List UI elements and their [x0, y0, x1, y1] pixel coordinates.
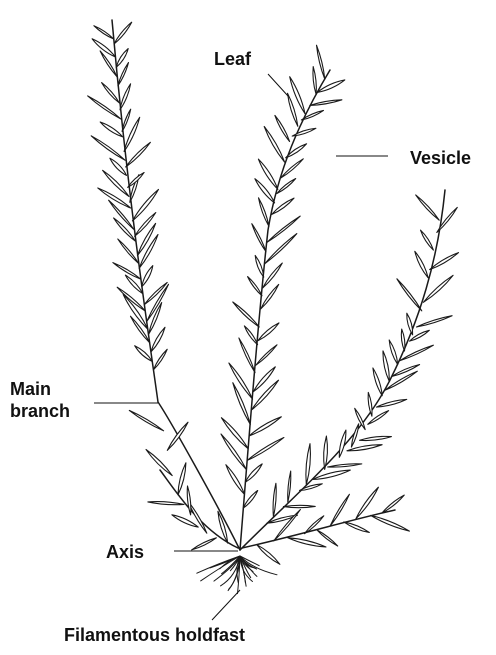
leaf-blade — [102, 83, 120, 103]
leaf-blade — [187, 486, 191, 515]
leaf-blade — [317, 530, 338, 546]
leaf-blade — [148, 502, 184, 505]
holdfast-filaments — [197, 556, 277, 594]
leaf-blade — [245, 464, 262, 482]
leaf-blade — [272, 198, 294, 214]
leaf-blade — [110, 158, 127, 175]
leaf-blade — [92, 39, 115, 57]
leaf-blade — [146, 450, 172, 476]
leaf-blade — [339, 430, 346, 457]
leaf-blade — [360, 436, 392, 440]
leaf-blade — [306, 444, 311, 485]
holdfast-leader-line — [212, 590, 240, 620]
leaf-blade — [255, 255, 264, 277]
leaf-blade — [252, 224, 266, 252]
leaf-blade — [172, 515, 198, 527]
label-main-branch: Main branch — [10, 378, 70, 422]
leaf-blade — [313, 470, 351, 479]
leaf-blade — [91, 136, 125, 160]
leaf-blade — [192, 538, 217, 550]
label-filamentous-holdfast: Filamentous holdfast — [64, 624, 245, 646]
leaf-blade — [258, 323, 279, 341]
plant-leaves — [88, 22, 459, 564]
leaf-blade — [122, 109, 131, 131]
leaf-blade — [397, 279, 422, 311]
leaf-blade — [132, 189, 158, 221]
leaf-blade — [249, 417, 281, 436]
leaf-blade — [421, 230, 434, 250]
leaf-blade — [239, 338, 255, 373]
leaf-blade — [371, 515, 410, 531]
leaf-blade — [288, 538, 326, 547]
leaf-blade — [129, 410, 163, 430]
leaf-blade — [259, 198, 269, 227]
leaf-blade — [274, 510, 301, 541]
leaf-blade — [292, 128, 316, 136]
leaf-blade — [247, 438, 284, 461]
leaf-blade — [94, 26, 114, 39]
leaf-blade — [275, 115, 290, 141]
leaf-blade — [248, 277, 262, 296]
leaf-blade — [310, 100, 342, 106]
leaf-blade — [313, 67, 316, 95]
leaf-blade — [256, 345, 277, 366]
leaf-blade — [151, 327, 165, 352]
leaf-blade — [233, 302, 259, 327]
leaf-blade — [265, 234, 297, 264]
leaf-blade — [257, 545, 280, 565]
leaf-blade — [377, 399, 407, 407]
leaf-blade — [261, 284, 279, 309]
leaf-blade — [252, 380, 279, 410]
leaf-blade — [368, 392, 372, 416]
label-vesicle: Vesicle — [410, 147, 471, 169]
leaf-blade — [283, 505, 315, 507]
leaf-blade — [264, 127, 284, 163]
label-main-branch-line1: Main — [10, 378, 70, 400]
leaf-blade — [120, 84, 131, 110]
leaf-blade — [100, 122, 123, 137]
leaf-blade — [401, 329, 405, 351]
leaf-blade — [415, 251, 428, 277]
left-main-branch — [112, 20, 240, 550]
leaf-blade — [263, 263, 283, 288]
leaf-blade — [221, 418, 248, 449]
leaf-blade — [114, 218, 136, 241]
label-axis: Axis — [106, 541, 144, 563]
leaf-blade — [300, 484, 323, 491]
leaf-blade — [373, 368, 382, 396]
leaf-blade — [417, 316, 453, 327]
leaf-blade — [288, 471, 291, 502]
leaf-blade — [116, 49, 128, 68]
leaf-blade — [229, 363, 253, 399]
leaf-leader-line — [268, 74, 288, 96]
leaf-blade — [286, 144, 307, 158]
leaf-blade — [328, 464, 362, 467]
leaf-blade — [118, 63, 129, 86]
label-main-branch-line2: branch — [10, 400, 70, 422]
leaf-blade — [437, 207, 458, 232]
leaf-blade — [226, 465, 245, 495]
leaf-blade — [416, 195, 440, 220]
leaf-blade — [273, 483, 276, 516]
leaf-blade — [317, 45, 325, 79]
label-leaf: Leaf — [214, 48, 251, 70]
leaf-blade — [383, 351, 389, 382]
leaf-blade — [243, 491, 257, 509]
leaf-blade — [142, 266, 153, 287]
leaf-blade — [154, 349, 168, 369]
leaf-blade — [407, 313, 413, 335]
leaf-blade — [267, 216, 300, 242]
leaf-blade — [344, 522, 370, 533]
leaf-blade — [114, 22, 132, 44]
leaf-blade — [126, 142, 151, 167]
leaf-blade — [178, 463, 186, 495]
leaf-blade — [244, 326, 257, 345]
leaf-blade — [389, 340, 398, 365]
